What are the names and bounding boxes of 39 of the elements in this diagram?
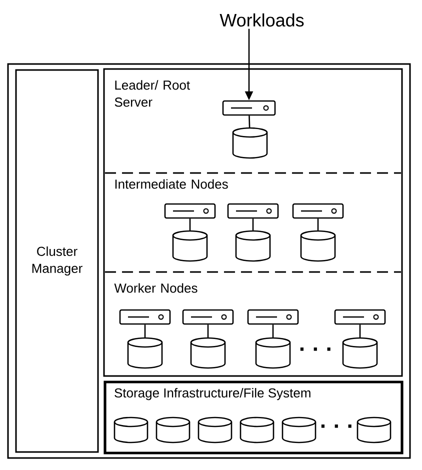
cylinder-icon [156,416,190,444]
connector-line [252,218,254,231]
cylinder-icon [235,230,271,262]
cylinder-icon [342,337,378,369]
heading-text: Workloads [220,13,304,27]
cylinder-icon [190,337,226,369]
connector-line [317,218,319,231]
cylinder-icon [198,416,232,444]
connector-line [207,324,209,338]
cylinder-icon [172,230,208,262]
server-icon [182,309,234,325]
frame-box [103,68,403,377]
cylinder-icon [232,127,268,159]
tier-heading: Leader/ Root Server [114,80,190,107]
server-icon [292,203,344,219]
connector-line [189,218,191,231]
cylinder-icon [255,337,291,369]
frame-box [7,63,411,459]
connector-line [359,324,361,338]
cylinder-icon [127,337,163,369]
connector-line [248,116,250,128]
server-icon [227,203,279,219]
tier-heading: Intermediate Nodes [115,179,228,189]
server-icon [222,100,276,116]
connector-line [144,324,146,338]
cylinder-icon [282,416,316,444]
server-icon [119,309,171,325]
connector-line [272,324,274,338]
server-icon [334,309,386,325]
server-icon [164,203,216,219]
cylinder-icon [240,416,274,444]
ellipsis-text: · · · [300,348,330,351]
cylinder-icon [114,416,148,444]
server-icon [247,309,299,325]
ellipsis-text: · · · [321,424,352,428]
cylinder-icon [356,416,392,444]
cylinder-icon [300,230,336,262]
manager-box: Cluster Manager [15,69,99,453]
tier-heading: Worker Nodes [114,283,198,293]
